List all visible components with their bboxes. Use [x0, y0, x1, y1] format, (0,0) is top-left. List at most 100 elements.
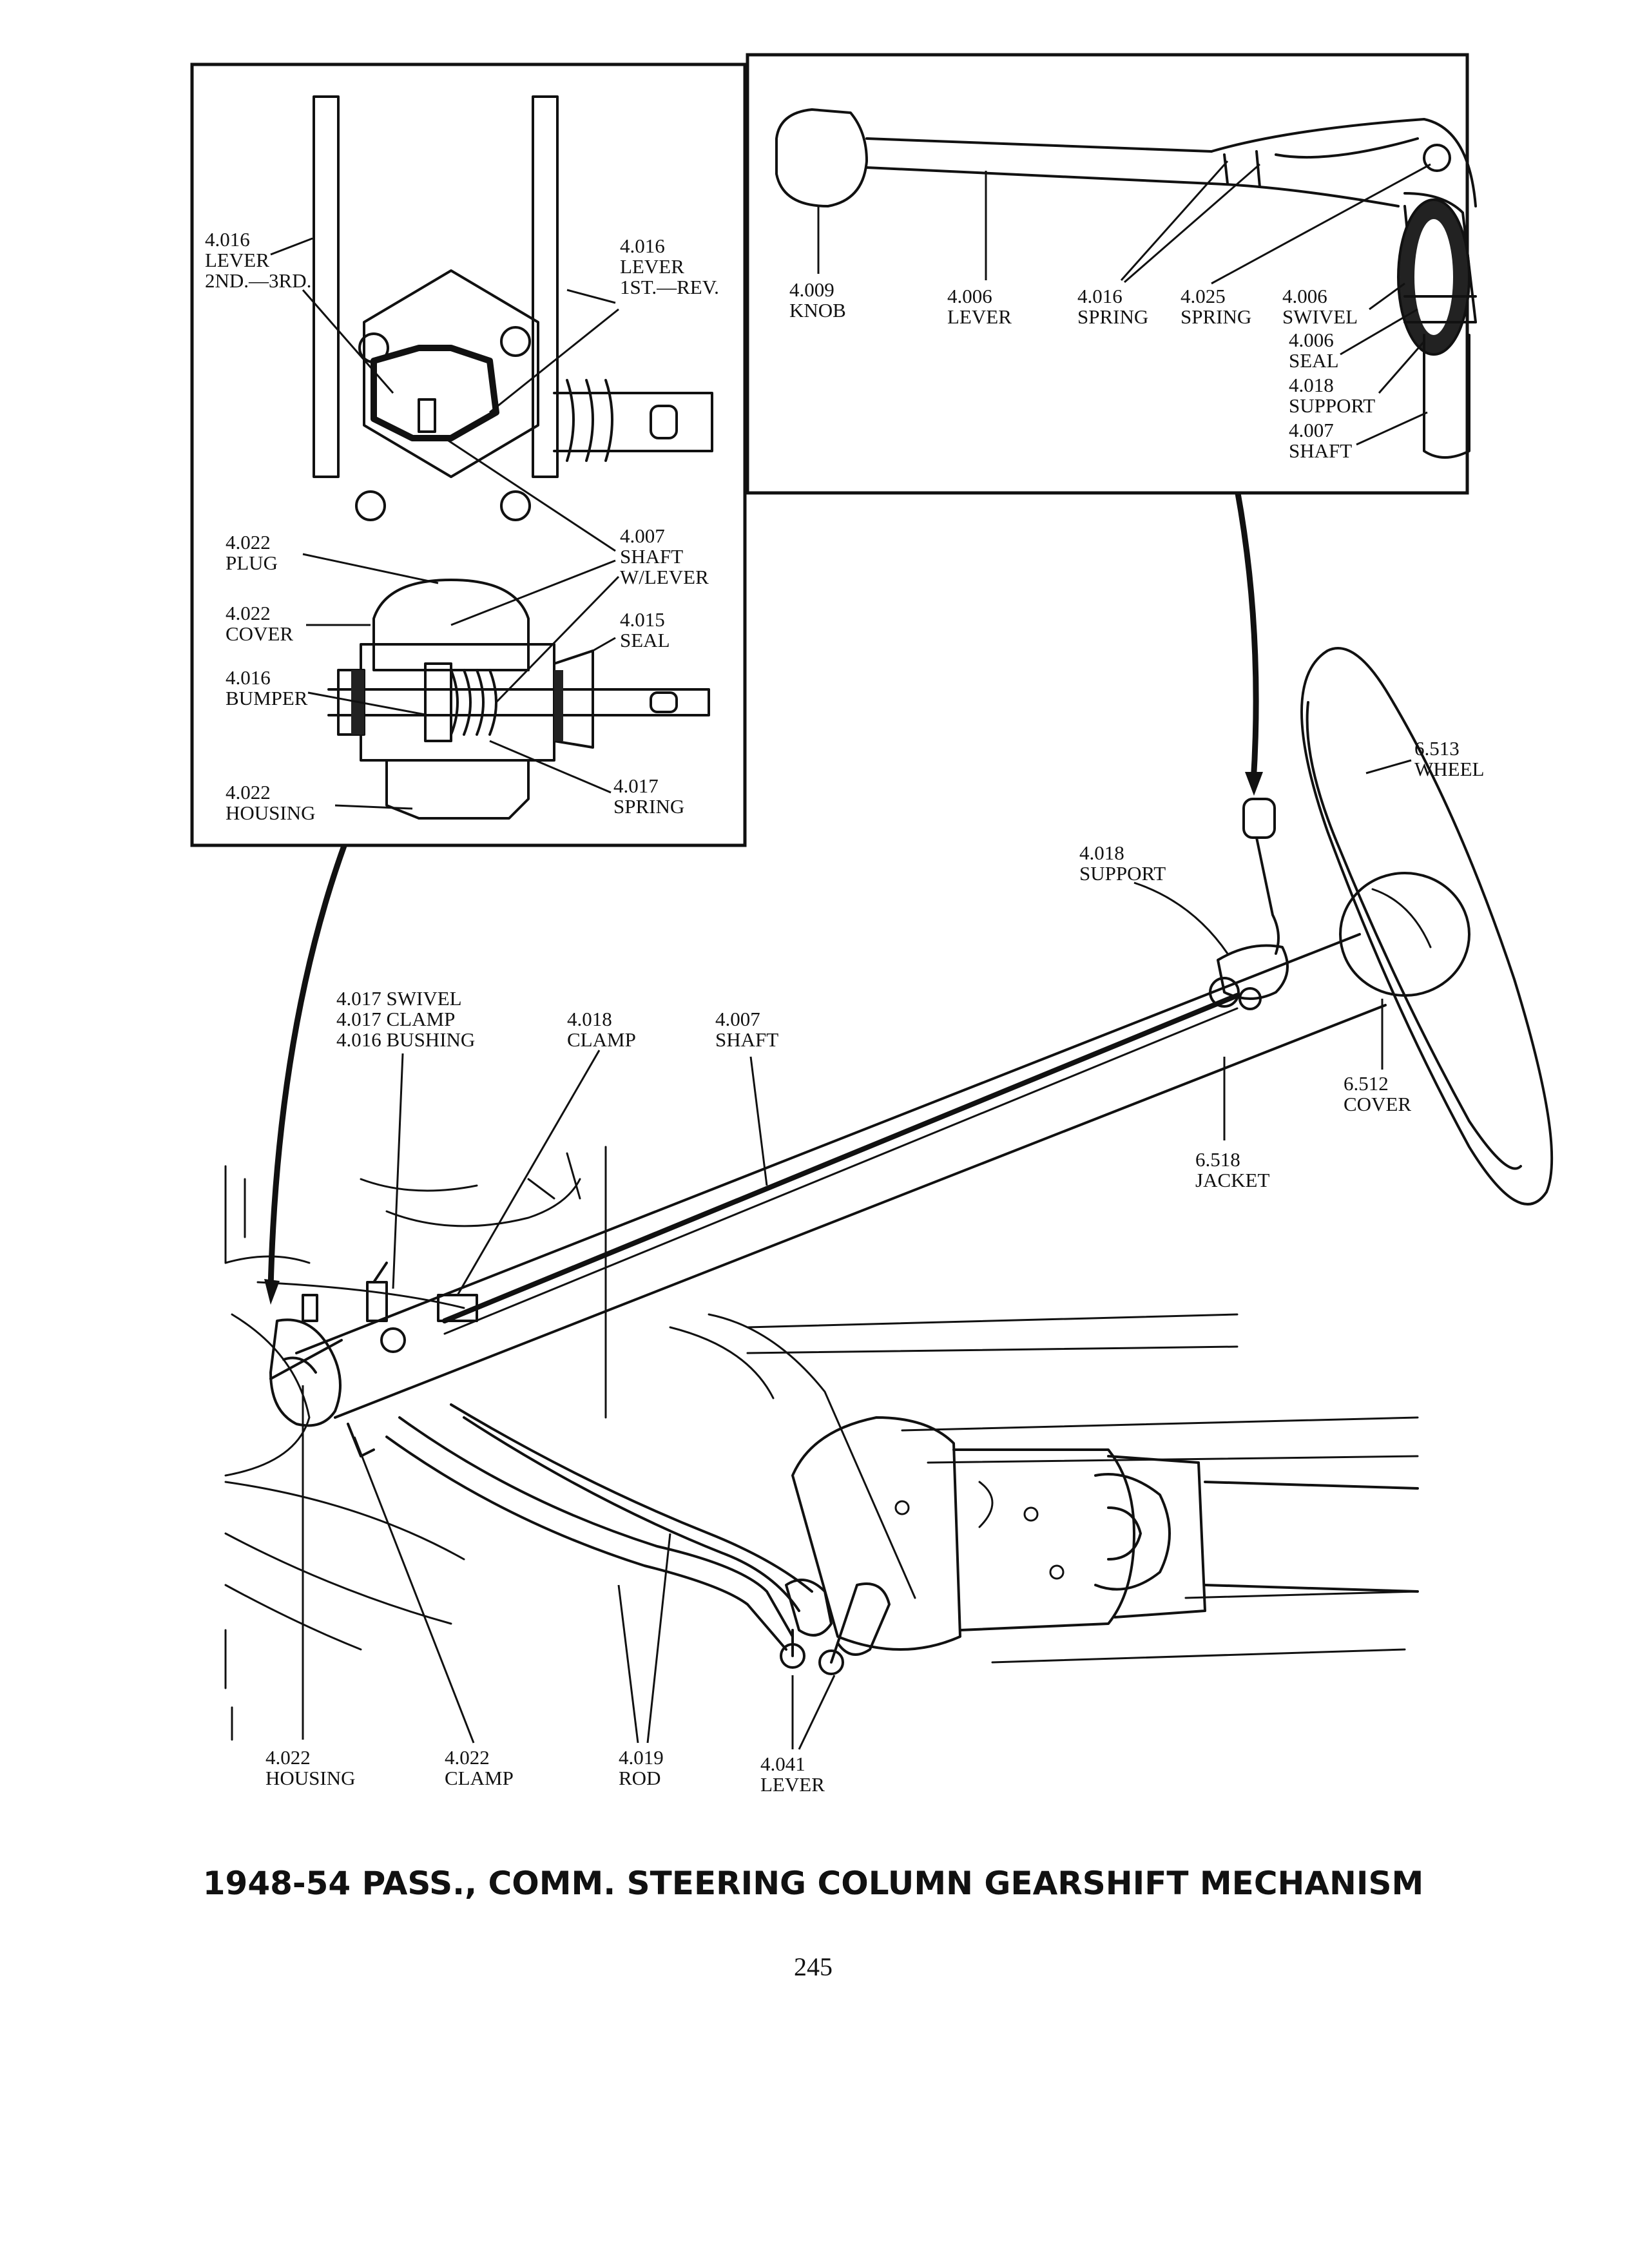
svg-text:4.019: 4.019: [619, 1746, 664, 1769]
svg-text:SPRING: SPRING: [1077, 305, 1148, 328]
label-support-inset: 4.018 SUPPORT: [1289, 341, 1425, 417]
svg-text:WHEEL: WHEEL: [1414, 758, 1484, 780]
label-lever-inset: 4.006 LEVER: [947, 171, 1012, 328]
svg-text:4.016: 4.016: [620, 235, 665, 257]
svg-text:4.018: 4.018: [1289, 374, 1334, 396]
svg-text:4.017: 4.017: [613, 774, 659, 797]
svg-text:4.025: 4.025: [1181, 285, 1226, 307]
inset-left: 4.016 LEVER 2ND.—3RD. 4.016 LEVER 1ST.—R…: [190, 62, 747, 847]
svg-text:SPRING: SPRING: [613, 795, 684, 818]
svg-text:PLUG: PLUG: [226, 552, 278, 574]
svg-text:6.518: 6.518: [1195, 1148, 1240, 1171]
svg-text:4.017 CLAMP: 4.017 CLAMP: [336, 1008, 455, 1030]
svg-text:LEVER: LEVER: [947, 305, 1012, 328]
svg-text:4.006: 4.006: [947, 285, 992, 307]
label-seal: 4.015 SEAL: [592, 608, 670, 652]
label-stack-swivel-clamp-bushing: 4.017 SWIVEL 4.017 CLAMP 4.016 BUSHING: [336, 987, 475, 1289]
inset-right-labels: 4.009 KNOB 4.006 LEVER 4.016 SPRING 4.02…: [789, 160, 1431, 462]
label-shaft-w-lever: 4.007 SHAFT W/LEVER: [444, 437, 709, 704]
svg-text:SEAL: SEAL: [1289, 349, 1339, 372]
label-bumper: 4.016 BUMPER: [226, 666, 429, 716]
svg-text:SHAFT: SHAFT: [620, 545, 683, 568]
label-plug: 4.022 PLUG: [226, 531, 439, 584]
svg-text:4.007: 4.007: [620, 524, 665, 547]
svg-text:HOUSING: HOUSING: [265, 1767, 356, 1789]
svg-text:4.015: 4.015: [620, 608, 665, 631]
upper-support: [1209, 798, 1289, 1010]
svg-text:4.022: 4.022: [226, 531, 271, 553]
label-jacket: 6.518 JACKET: [1195, 1057, 1269, 1191]
shift-shaft: [442, 993, 1240, 1335]
main-illustration: 6.513 WHEEL 4.018 SUPPORT 6.512 COVER 6.…: [224, 486, 1554, 1796]
inset-left-levers: [313, 95, 713, 521]
svg-text:SHAFT: SHAFT: [715, 1028, 778, 1051]
svg-text:CLAMP: CLAMP: [567, 1028, 636, 1051]
label-transmission-lever: 4.041 LEVER: [760, 1675, 836, 1796]
label-housing-inset: 4.022 HOUSING: [226, 781, 413, 824]
label-rod: 4.019 ROD: [617, 1533, 671, 1789]
svg-text:HOUSING: HOUSING: [226, 802, 316, 824]
page-number: 245: [794, 1952, 833, 1981]
transmission-shift-levers: [780, 1579, 891, 1675]
inset-right-lever-assembly: [775, 108, 1477, 459]
label-seal-inset: 4.006 SEAL: [1289, 308, 1418, 372]
shift-rods: [385, 1403, 813, 1651]
svg-text:ROD: ROD: [619, 1767, 660, 1789]
svg-text:1ST.—REV.: 1ST.—REV.: [620, 276, 719, 298]
inset-connectors: [264, 486, 1263, 1305]
svg-text:JACKET: JACKET: [1195, 1169, 1269, 1191]
svg-text:4.022: 4.022: [445, 1746, 490, 1769]
svg-text:4.018: 4.018: [1079, 841, 1124, 864]
svg-text:LEVER: LEVER: [205, 249, 269, 271]
inset-left-housing-section: [327, 579, 710, 820]
label-spring-4016: 4.016 SPRING: [1077, 160, 1260, 328]
svg-text:4.017 SWIVEL: 4.017 SWIVEL: [336, 987, 462, 1010]
svg-text:BUMPER: BUMPER: [226, 687, 308, 709]
label-housing: 4.022 HOUSING: [265, 1385, 356, 1789]
label-lever-1st-rev: 4.016 LEVER 1ST.—REV.: [489, 235, 719, 414]
svg-text:4.016: 4.016: [1077, 285, 1123, 307]
svg-text:4.016: 4.016: [205, 228, 250, 251]
svg-text:2ND.—3RD.: 2ND.—3RD.: [205, 269, 311, 292]
svg-text:SEAL: SEAL: [620, 629, 670, 651]
label-swivel: 4.006 SWIVEL: [1282, 282, 1405, 328]
svg-text:4.006: 4.006: [1289, 329, 1334, 351]
label-clamp: 4.018 CLAMP: [456, 1008, 636, 1296]
svg-text:4.022: 4.022: [226, 781, 271, 803]
inset-right: 4.009 KNOB 4.006 LEVER 4.016 SPRING 4.02…: [746, 53, 1477, 495]
transmission: [791, 1416, 1419, 1651]
svg-text:SUPPORT: SUPPORT: [1079, 862, 1166, 885]
figure-caption: 1948-54 PASS., COMM. STEERING COLUMN GEA…: [203, 1865, 1424, 1902]
svg-text:W/LEVER: W/LEVER: [620, 566, 709, 588]
steering-wheel: [1300, 647, 1554, 1206]
label-cover-inset: 4.022 COVER: [226, 602, 371, 645]
label-cover: 6.512 COVER: [1344, 999, 1411, 1115]
lower-housing: [269, 1262, 478, 1457]
label-wheel: 6.513 WHEEL: [1365, 737, 1484, 780]
main-labels: 6.513 WHEEL 4.018 SUPPORT 6.512 COVER 6.…: [265, 737, 1484, 1796]
svg-text:SPRING: SPRING: [1181, 305, 1251, 328]
svg-text:LEVER: LEVER: [760, 1773, 825, 1796]
inset-left-labels: 4.016 LEVER 2ND.—3RD. 4.016 LEVER 1ST.—R…: [205, 228, 719, 824]
svg-text:SWIVEL: SWIVEL: [1282, 305, 1358, 328]
svg-text:4.007: 4.007: [1289, 419, 1334, 441]
svg-text:4.007: 4.007: [715, 1008, 760, 1030]
svg-text:COVER: COVER: [1344, 1093, 1411, 1115]
svg-text:4.022: 4.022: [226, 602, 271, 624]
svg-text:4.009: 4.009: [789, 278, 834, 301]
label-lower-clamp: 4.022 CLAMP: [353, 1436, 514, 1789]
svg-text:4.018: 4.018: [567, 1008, 612, 1030]
svg-text:LEVER: LEVER: [620, 255, 684, 278]
svg-text:4.041: 4.041: [760, 1753, 805, 1775]
svg-text:6.513: 6.513: [1414, 737, 1460, 760]
label-shaft: 4.007 SHAFT: [715, 1008, 778, 1186]
svg-text:4.022: 4.022: [265, 1746, 311, 1769]
label-shaft-inset: 4.007 SHAFT: [1289, 411, 1428, 462]
label-upper-support: 4.018 SUPPORT: [1079, 841, 1229, 954]
svg-text:KNOB: KNOB: [789, 299, 846, 322]
label-lever-2nd-3rd: 4.016 LEVER 2ND.—3RD.: [205, 228, 394, 394]
car-body-lines: [224, 1146, 1419, 1741]
svg-text:6.512: 6.512: [1344, 1072, 1389, 1095]
